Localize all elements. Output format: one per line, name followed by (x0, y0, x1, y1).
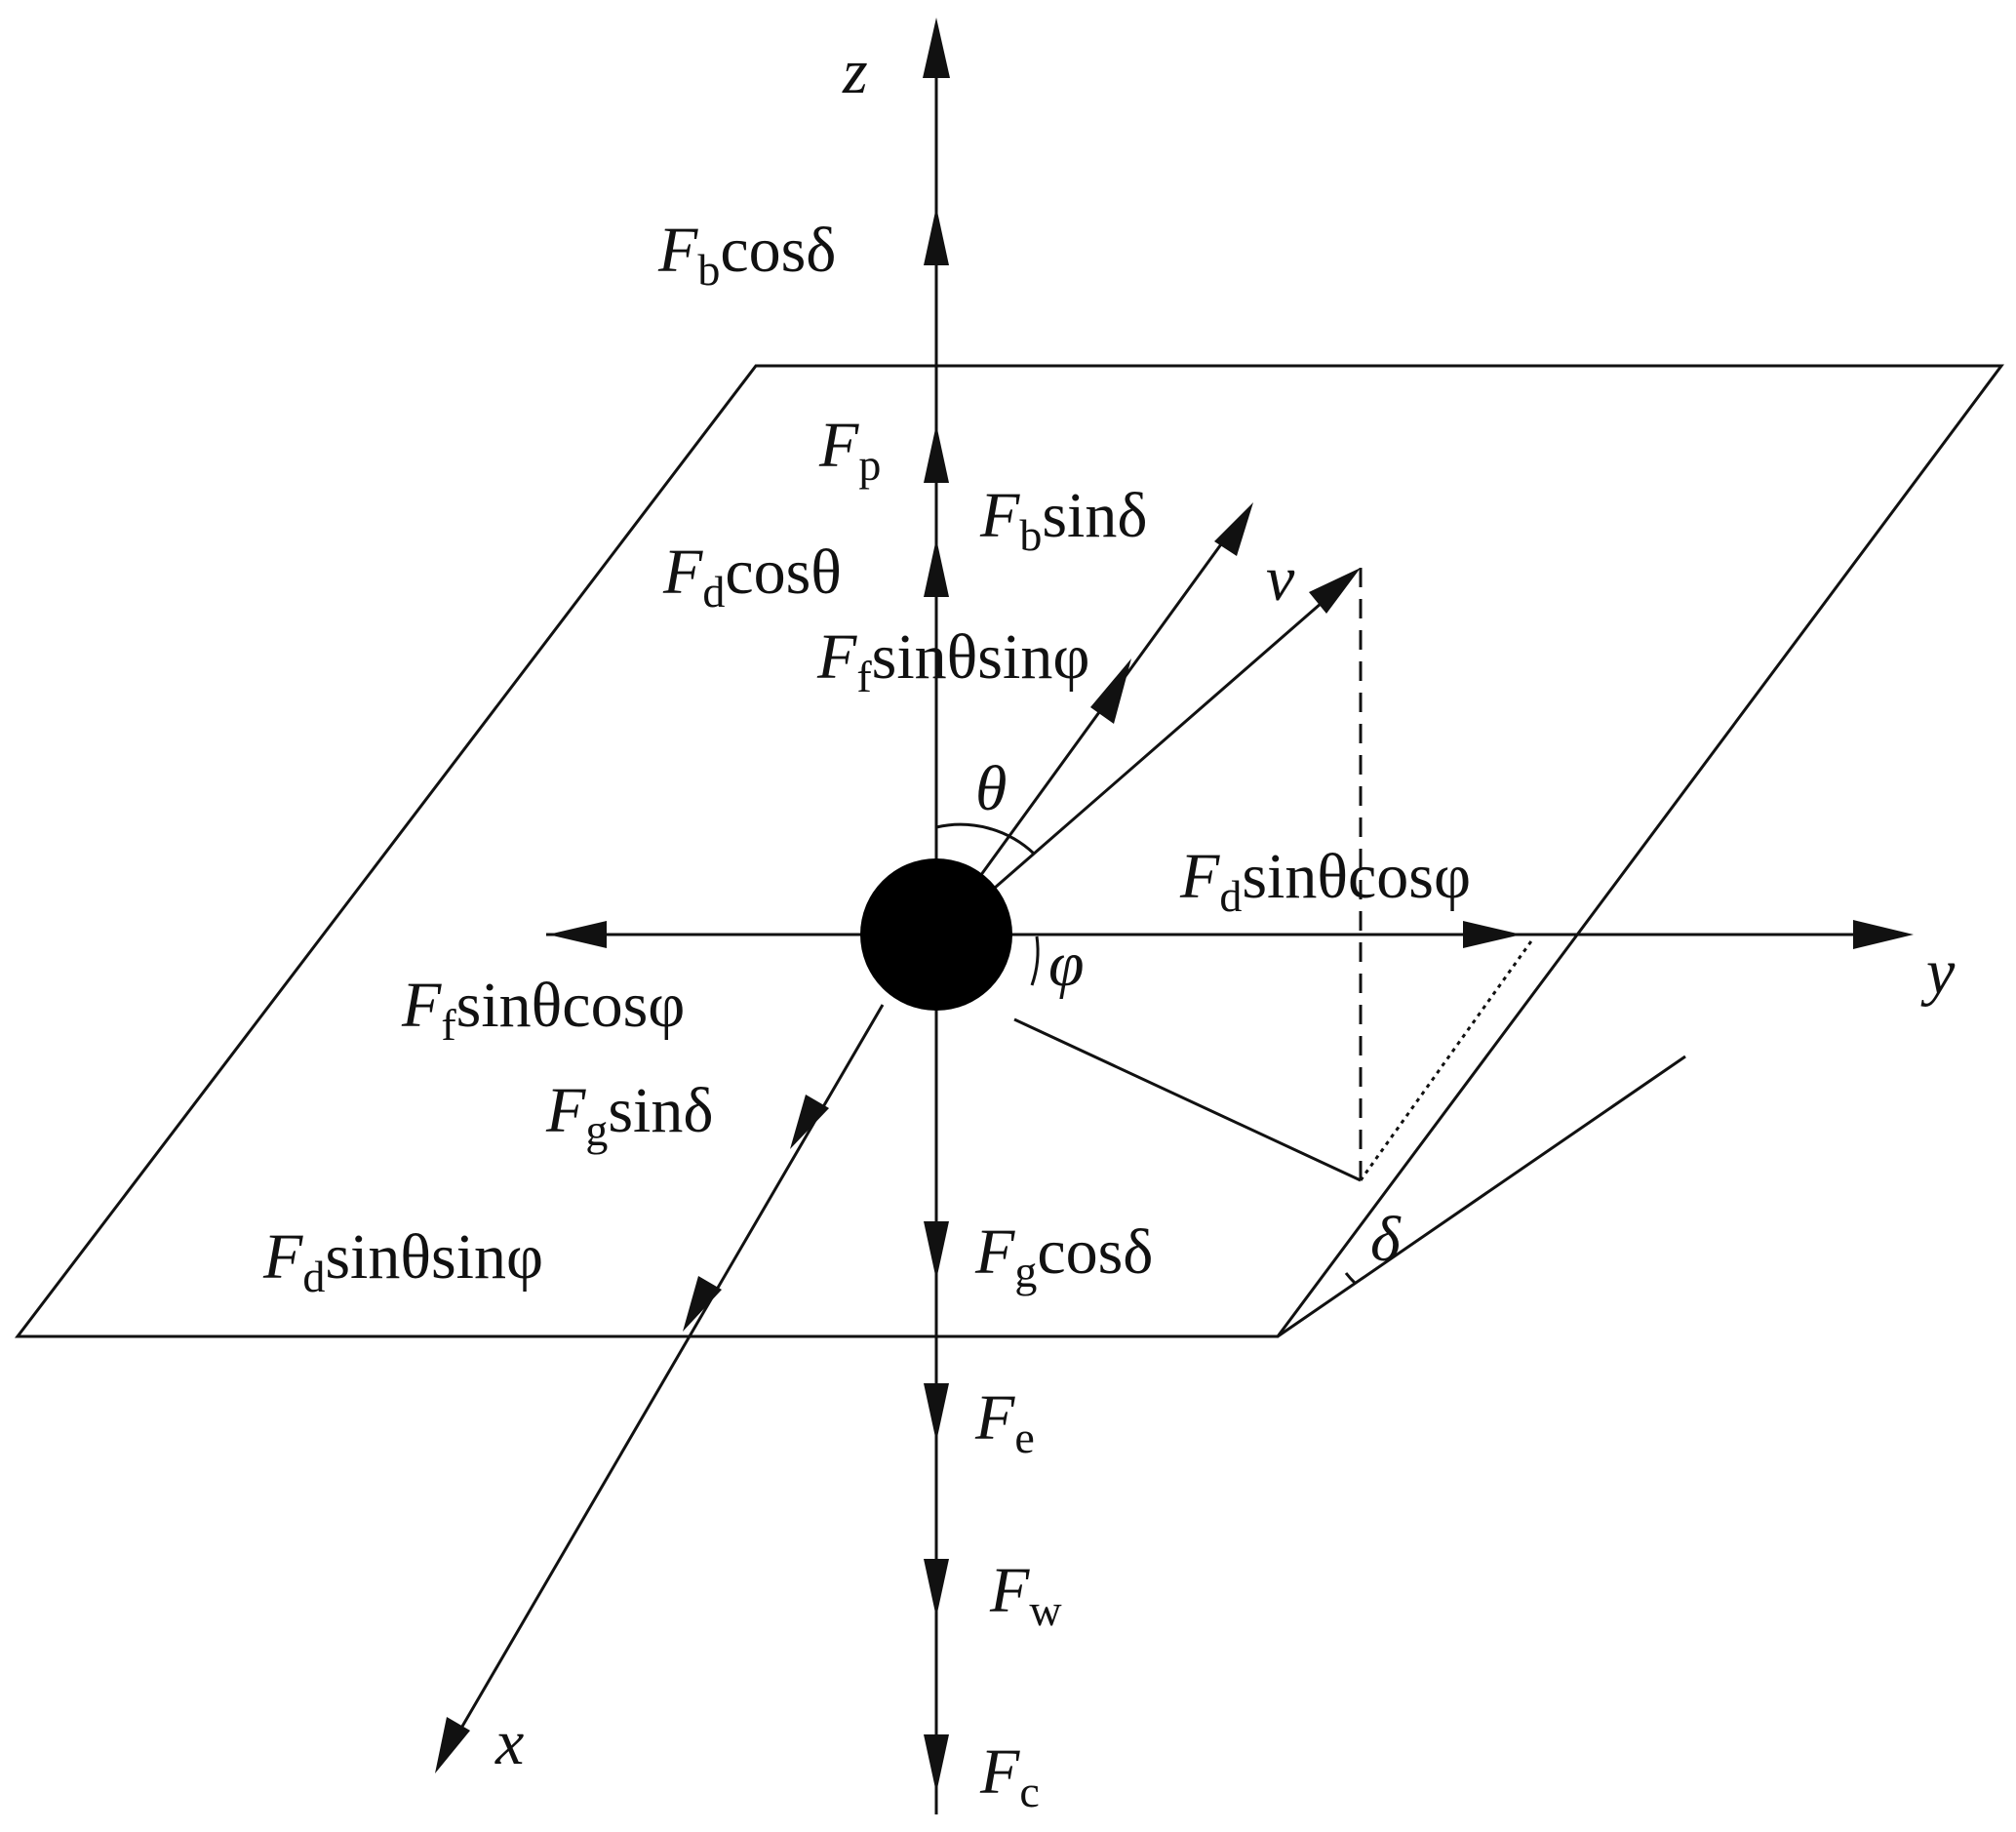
fd-sin-cos-arrowhead (1463, 921, 1522, 948)
theta-angle-arc (935, 822, 1036, 856)
phi-label: φ (1048, 929, 1085, 1000)
label-fd-sin-sin: Fdsinθsinφ (262, 1221, 543, 1301)
label-fd-cos-theta: Fdcosθ (662, 537, 842, 617)
fw-arrowhead (924, 1559, 949, 1617)
fb-cos-arrowhead (924, 207, 949, 265)
delta-angle-arc (1344, 1272, 1358, 1286)
velocity-horizontal-projection (1013, 1017, 1362, 1182)
x-axis-arrowhead (435, 1717, 470, 1773)
ff-sin-sin-arrowhead (1090, 658, 1131, 724)
fd-cos-theta-arrowhead (924, 538, 949, 597)
label-fe: Fe (974, 1382, 1035, 1462)
label-fw: Fw (989, 1555, 1062, 1635)
velocity-vector (994, 581, 1345, 890)
label-fg-cos: Fgcosδ (974, 1216, 1153, 1296)
x-axis (455, 1004, 885, 1737)
fg-sin-arrowhead (790, 1095, 829, 1149)
z-axis-arrowhead (923, 18, 950, 78)
label-ff-sin-cos: Ffsinθcosφ (401, 970, 685, 1050)
label-fb-sin: Fbsinδ (979, 480, 1147, 560)
horizontal-reference-line (1277, 1055, 1686, 1338)
theta-label: θ (975, 753, 1007, 824)
fg-cos-arrowhead (924, 1221, 949, 1280)
fc-arrowhead (924, 1734, 949, 1793)
label-ff-sin-sin: Ffsinθsinφ (816, 621, 1089, 701)
fp-arrowhead (924, 424, 949, 483)
label-fc: Fc (979, 1736, 1040, 1816)
delta-label: δ (1370, 1204, 1402, 1275)
velocity-arrowhead (1309, 568, 1361, 614)
label-fb-cos: Fbcosδ (657, 215, 836, 295)
x-axis-label: x (494, 1707, 524, 1778)
phi-angle-arc (1030, 936, 1040, 986)
z-axis-label: z (842, 36, 868, 107)
particle (860, 858, 1012, 1011)
ff-sin-cos-arrowhead (548, 921, 607, 948)
label-fg-sin: Fgsinδ (545, 1075, 713, 1155)
y-axis-arrowhead (1853, 920, 1914, 949)
fd-sin-sin-arrowhead (683, 1276, 722, 1332)
label-fd-sin-cos: Fdsinθcosφ (1179, 841, 1471, 921)
fe-arrowhead (924, 1383, 949, 1442)
label-fp: Fp (818, 410, 881, 490)
velocity-label: v (1266, 543, 1295, 615)
fb-sin-arrowhead (1214, 502, 1253, 556)
projection-to-y-dotted (1359, 937, 1535, 1181)
y-axis-label: y (1920, 936, 1956, 1008)
